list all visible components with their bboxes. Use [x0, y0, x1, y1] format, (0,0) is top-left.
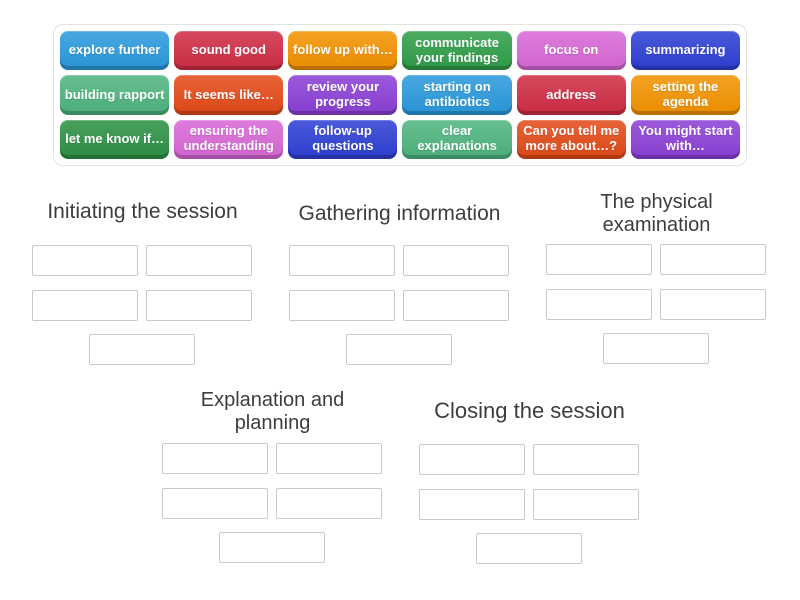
- drop-slot[interactable]: [289, 245, 395, 276]
- group-closing-the-session: Closing the session: [415, 398, 644, 578]
- tile-setting-the-agenda[interactable]: setting the agenda: [630, 75, 740, 115]
- word-tile-tray: explore further sound good follow up wit…: [53, 24, 747, 166]
- drop-slot[interactable]: [276, 443, 382, 474]
- drop-slot[interactable]: [162, 488, 268, 519]
- tile-communicate-your-findings[interactable]: communicate your findings: [402, 31, 512, 71]
- group-title: Gathering information: [298, 202, 501, 225]
- group-title: The physical examination: [600, 191, 713, 236]
- drop-slot[interactable]: [146, 245, 252, 276]
- drop-slot[interactable]: [346, 334, 452, 365]
- drop-slot[interactable]: [533, 489, 639, 520]
- drop-slot[interactable]: [419, 444, 525, 475]
- tile-let-me-know-if[interactable]: let me know if…: [60, 119, 170, 159]
- tile-explore-further[interactable]: explore further: [60, 31, 170, 71]
- tile-ensuring-the-understanding[interactable]: ensuring the understanding: [174, 119, 284, 159]
- tile-follow-up-questions[interactable]: follow-up questions: [288, 119, 398, 159]
- group-title: Explanation and planning: [200, 389, 345, 434]
- group-title: Initiating the session: [47, 200, 238, 223]
- drop-slot[interactable]: [546, 289, 652, 320]
- group-explanation-and-planning: Explanation and planning: [158, 389, 387, 569]
- drop-slot[interactable]: [162, 443, 268, 474]
- slot-grid: [32, 245, 252, 379]
- drop-slot[interactable]: [476, 533, 582, 564]
- tile-address[interactable]: address: [516, 75, 626, 115]
- drop-slot[interactable]: [660, 244, 766, 275]
- drop-slot[interactable]: [146, 290, 252, 321]
- tile-can-you-tell-me-more-about[interactable]: Can you tell me more about…?: [516, 119, 626, 159]
- tile-sound-good[interactable]: sound good: [174, 31, 284, 71]
- drop-slot[interactable]: [276, 488, 382, 519]
- drop-slot[interactable]: [419, 489, 525, 520]
- tile-starting-on-antibiotics[interactable]: starting on antibiotics: [402, 75, 512, 115]
- drop-slot[interactable]: [660, 289, 766, 320]
- group-gathering-information: Gathering information: [285, 202, 514, 382]
- slot-grid: [546, 244, 766, 378]
- tile-clear-explanations[interactable]: clear explanations: [402, 119, 512, 159]
- tile-focus-on[interactable]: focus on: [516, 31, 626, 71]
- drop-slot[interactable]: [32, 290, 138, 321]
- drop-slot[interactable]: [289, 290, 395, 321]
- drop-slot[interactable]: [89, 334, 195, 365]
- tile-summarizing[interactable]: summarizing: [630, 31, 740, 71]
- tile-review-your-progress[interactable]: review your progress: [288, 75, 398, 115]
- slot-grid: [419, 444, 639, 578]
- drop-slot[interactable]: [32, 245, 138, 276]
- drop-slot[interactable]: [533, 444, 639, 475]
- slot-grid: [289, 245, 509, 379]
- drop-slot[interactable]: [219, 532, 325, 563]
- drop-slot[interactable]: [403, 290, 509, 321]
- tile-you-might-start-with[interactable]: You might start with…: [630, 119, 740, 159]
- slot-grid: [162, 443, 382, 577]
- drop-slot[interactable]: [403, 245, 509, 276]
- drop-slot[interactable]: [546, 244, 652, 275]
- group-initiating-the-session: Initiating the session: [28, 200, 257, 380]
- drop-slot[interactable]: [603, 333, 709, 364]
- group-the-physical-examination: The physical examination: [542, 191, 771, 371]
- tile-building-rapport[interactable]: building rapport: [60, 75, 170, 115]
- tile-it-seems-like[interactable]: It seems like…: [174, 75, 284, 115]
- group-title: Closing the session: [434, 398, 625, 423]
- tile-follow-up-with[interactable]: follow up with…: [288, 31, 398, 71]
